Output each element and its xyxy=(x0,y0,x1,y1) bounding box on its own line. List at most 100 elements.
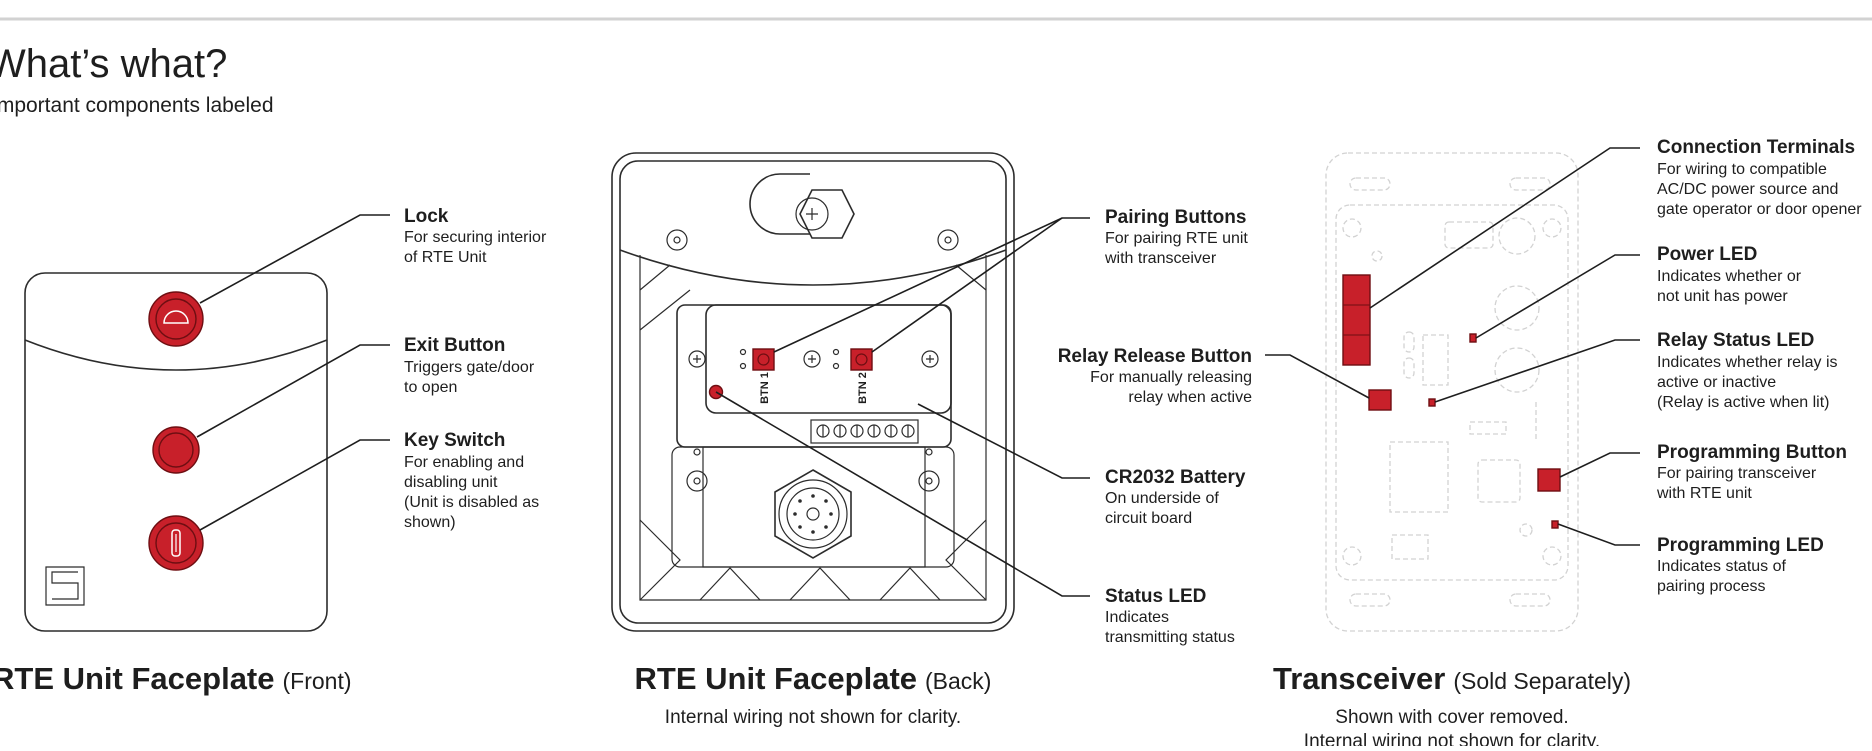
programming-button-icon xyxy=(1537,468,1561,492)
brand-logo-icon xyxy=(45,566,85,606)
status-led-leader xyxy=(715,391,1090,597)
back-caption: RTE Unit Faceplate (Back) xyxy=(635,661,992,696)
transceiver-outline xyxy=(1325,152,1579,632)
connection-terminals-icon xyxy=(1342,274,1371,366)
back-caption-main: RTE Unit Faceplate xyxy=(635,661,918,696)
relay-release-button-icon xyxy=(1368,389,1392,411)
back-note: Internal wiring not shown for clarity. xyxy=(665,707,961,728)
relay-release-button-leader xyxy=(1265,354,1370,399)
programming-led-icon xyxy=(1551,520,1559,529)
back-faceplate: BTN 1 BTN 2 xyxy=(611,152,1248,728)
callout-programming-led: Programming LED Indicates status of pair… xyxy=(1657,535,1824,595)
callout-relay-release-button: Relay Release Button For manually releas… xyxy=(1058,346,1252,406)
callout-programming-button: Programming Button For pairing transceiv… xyxy=(1656,442,1847,502)
back-faceplate-outline xyxy=(611,152,1015,632)
programming-button-leader xyxy=(1559,452,1640,478)
callout-status-led: Status LED Indicates transmitting status xyxy=(1105,586,1235,646)
callout-relay-status-led: Relay Status LED Indicates whether relay… xyxy=(1657,330,1838,411)
callout-pairing-buttons-line: For pairing RTE unit xyxy=(1105,230,1248,247)
callout-exit-button-line: to open xyxy=(404,379,457,396)
callout-connection-terminals-title: Connection Terminals xyxy=(1657,137,1855,158)
callout-programming-button-line: with RTE unit xyxy=(1656,485,1752,502)
front-caption: RTE Unit Faceplate (Front) xyxy=(0,661,352,696)
callout-pairing-buttons: Pairing Buttons For pairing RTE unit wit… xyxy=(1104,207,1248,267)
transceiver-caption: Transceiver(Sold Separately) xyxy=(1273,661,1631,696)
front-faceplate: Lock For securing interior of RTE Unit E… xyxy=(0,206,547,696)
power-led-icon xyxy=(1469,333,1477,343)
back-faceplate-inner-outline xyxy=(619,160,1007,624)
callout-relay-status-led-line: active or inactive xyxy=(1657,374,1776,391)
callout-exit-button-line: Triggers gate/door xyxy=(404,359,535,376)
power-led-leader xyxy=(1475,254,1640,339)
callout-lock: Lock For securing interior of RTE Unit xyxy=(404,206,547,266)
cable-gland-icon xyxy=(749,173,855,239)
callout-relay-release-button-title: Relay Release Button xyxy=(1058,346,1252,367)
callout-programming-led-title: Programming LED xyxy=(1657,535,1824,556)
callout-pairing-buttons-title: Pairing Buttons xyxy=(1105,207,1246,228)
relay-status-led-leader xyxy=(1434,339,1640,403)
callout-power-led-line: Indicates whether or xyxy=(1657,268,1802,285)
callout-battery-line: circuit board xyxy=(1105,510,1192,527)
pairing-button-2-leader xyxy=(871,217,1063,353)
callout-key-switch: Key Switch For enabling and disabling un… xyxy=(404,430,539,531)
callout-key-switch-line: shown) xyxy=(404,514,456,531)
callout-key-switch-line: For enabling and xyxy=(404,454,524,471)
callout-power-led-title: Power LED xyxy=(1657,244,1757,265)
callout-status-led-line: transmitting status xyxy=(1105,629,1235,646)
front-faceplate-curve xyxy=(24,339,328,371)
transceiver-note: Internal wiring not shown for clarity. xyxy=(1304,731,1600,746)
callout-relay-release-button-line: relay when active xyxy=(1128,389,1252,406)
callout-lock-title: Lock xyxy=(404,206,449,227)
callout-programming-led-line: pairing process xyxy=(1657,578,1766,595)
callout-status-led-title: Status LED xyxy=(1105,586,1206,607)
callout-battery-line: On underside of xyxy=(1105,490,1219,507)
callout-relay-status-led-line: Indicates whether relay is xyxy=(1657,354,1838,371)
callout-key-switch-title: Key Switch xyxy=(404,430,505,451)
callout-relay-status-led-line: (Relay is active when lit) xyxy=(1657,394,1830,411)
exit-button-icon xyxy=(152,426,200,474)
front-caption-main: RTE Unit Faceplate xyxy=(0,661,275,696)
callout-battery-title: CR2032 Battery xyxy=(1105,467,1246,488)
callout-programming-button-title: Programming Button xyxy=(1657,442,1847,463)
pairing-button-1-icon xyxy=(752,348,775,371)
connection-terminals-leader xyxy=(1369,147,1640,309)
callout-relay-status-led-title: Relay Status LED xyxy=(1657,330,1814,351)
back-faceplate-curve xyxy=(619,249,1007,286)
btn-1-label: BTN 1 xyxy=(759,372,771,404)
callout-connection-terminals: Connection Terminals For wiring to compa… xyxy=(1657,137,1862,218)
callout-programming-led-line: Indicates status of xyxy=(1657,558,1787,575)
circuit-board xyxy=(705,304,952,414)
callout-lock-line: of RTE Unit xyxy=(404,249,487,266)
callout-connection-terminals-line: AC/DC power source and xyxy=(1657,181,1838,198)
page-title: What’s what? xyxy=(0,42,227,86)
callout-status-led-line: Indicates xyxy=(1105,609,1169,626)
pairing-button-2-icon xyxy=(850,348,873,371)
front-caption-suffix: (Front) xyxy=(283,668,352,694)
battery-leader xyxy=(917,403,1090,479)
callout-exit-button: Exit Button Triggers gate/door to open xyxy=(404,335,535,396)
exit-button-leader xyxy=(196,344,390,438)
front-faceplate-outline xyxy=(24,272,328,632)
callout-power-led-line: not unit has power xyxy=(1657,288,1788,305)
callout-power-led: Power LED Indicates whether or not unit … xyxy=(1657,244,1802,305)
page-subtitle: Important components labeled xyxy=(0,94,274,117)
callout-pairing-buttons-line: with transceiver xyxy=(1104,250,1217,267)
callout-exit-button-title: Exit Button xyxy=(404,335,505,356)
key-switch-leader xyxy=(199,439,390,531)
transceiver-note: Shown with cover removed. xyxy=(1335,707,1568,728)
terminal-block-icon xyxy=(810,419,919,444)
relay-status-led-icon xyxy=(1428,398,1436,407)
callout-battery: CR2032 Battery On underside of circuit b… xyxy=(1105,467,1246,527)
transceiver-caption-suffix: (Sold Separately) xyxy=(1453,668,1631,694)
programming-led-leader xyxy=(1557,523,1640,546)
callout-connection-terminals-line: gate operator or door opener xyxy=(1657,201,1862,218)
callout-connection-terminals-line: For wiring to compatible xyxy=(1657,161,1827,178)
back-caption-suffix: (Back) xyxy=(925,668,991,694)
callout-relay-release-button-line: For manually releasing xyxy=(1090,369,1252,386)
transceiver: Relay Release Button For manually releas… xyxy=(1058,137,1863,751)
lock-icon xyxy=(148,291,204,347)
callout-key-switch-line: disabling unit xyxy=(404,474,498,491)
callout-lock-line: For securing interior xyxy=(404,229,547,246)
